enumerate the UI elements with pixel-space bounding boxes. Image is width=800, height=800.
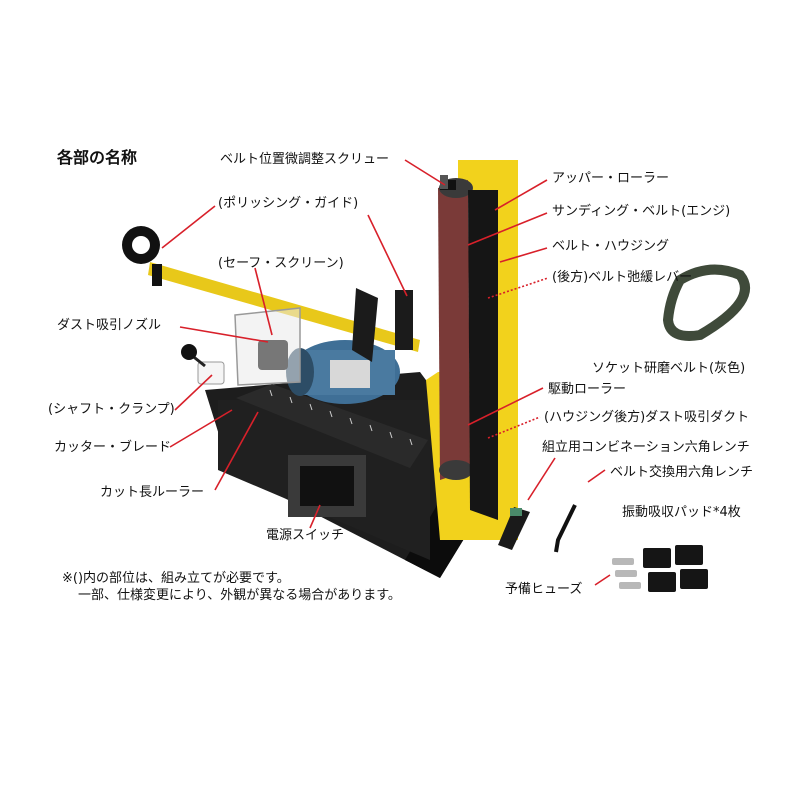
dust-nozzle: [258, 340, 288, 370]
label-belt-housing: ベルト・ハウジング: [552, 239, 670, 254]
footnote: ※()内の部位は、組み立てが必要です。 一部、仕様変更により、外観が異なる場合が…: [62, 570, 401, 604]
vibration-pads: [643, 545, 708, 592]
label-combo-wrench: 組立用コンビネーション六角レンチ: [542, 440, 750, 455]
label-dust-nozzle: ダスト吸引ノズル: [57, 318, 162, 333]
label-cut-ruler: カット長ルーラー: [100, 485, 205, 500]
combination-wrench: [498, 507, 530, 550]
sanding-belt: [438, 180, 470, 480]
footnote-line-2: 一部、仕様変更により、外観が異なる場合があります。: [78, 588, 401, 603]
shaft-clamp: [197, 361, 225, 385]
diagram-title: 各部の名称: [57, 148, 138, 167]
label-polishing-guide: (ポリッシング・ガイド): [218, 196, 359, 211]
label-belt-adjust-screw: ベルト位置微調整スクリュー: [220, 152, 390, 167]
footnote-line-1: ※()内の部位は、組み立てが必要です。: [62, 571, 290, 586]
label-power-switch: 電源スイッチ: [266, 528, 345, 543]
label-housing-duct: (ハウジング後方)ダスト吸引ダクト: [544, 410, 750, 425]
polishing-guide-arm: [148, 262, 420, 352]
label-upper-roller: アッパー・ローラー: [552, 171, 670, 186]
belt-adjust-screw: [440, 175, 448, 189]
label-shaft-clamp: (シャフト・クランプ): [48, 402, 175, 417]
socket-belt: [662, 264, 750, 341]
label-safe-screen: (セーフ・スクリーン): [218, 256, 344, 271]
label-socket-belt: ソケット研磨ベルト(灰色): [592, 361, 746, 376]
cut-ruler-table: [236, 384, 428, 468]
belt-housing: [458, 160, 518, 540]
label-belt-wrench: ベルト交換用六角レンチ: [610, 465, 754, 480]
label-spare-fuse: 予備ヒューズ: [505, 582, 583, 597]
label-vibration-pads: 振動吸収パッド*4枚: [622, 505, 741, 520]
drive-roller: [439, 460, 473, 480]
label-sanding-belt: サンディング・ベルト(エンジ): [552, 204, 731, 219]
label-belt-release-lever: (後方)ベルト弛緩レバー: [552, 270, 693, 285]
spare-fuses: [612, 558, 641, 589]
hex-key: [554, 504, 577, 553]
leader-lines: [161, 159, 611, 586]
label-cutter-blade: カッター・ブレード: [54, 440, 172, 455]
label-drive-roller: 駆動ローラー: [548, 382, 627, 397]
